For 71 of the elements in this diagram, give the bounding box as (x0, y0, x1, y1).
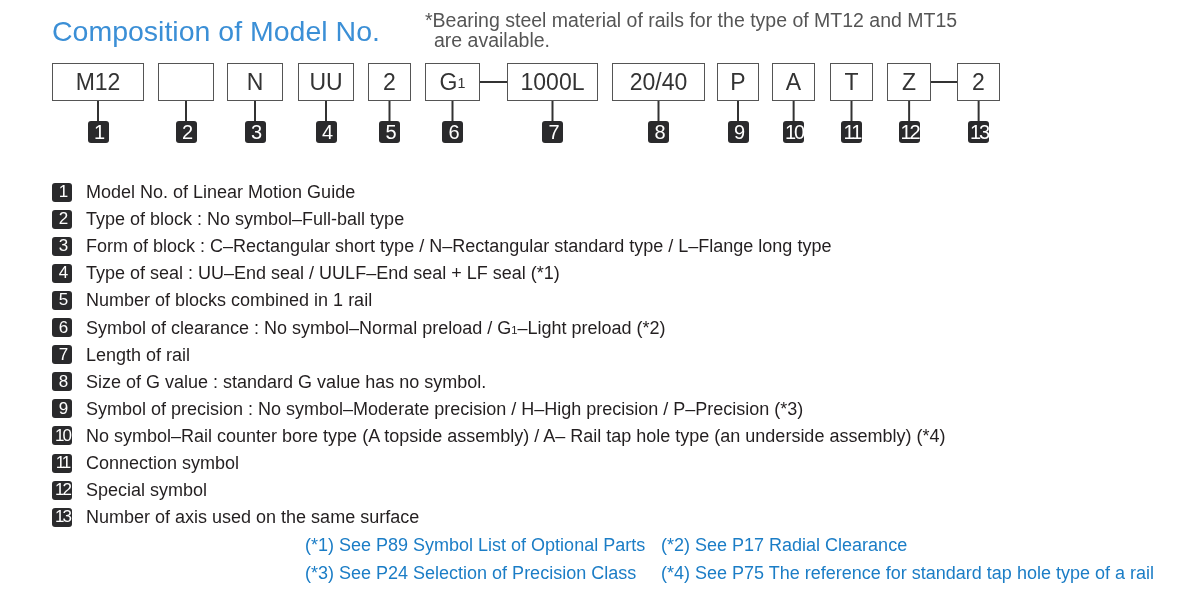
number-badge: 13 (968, 121, 990, 143)
description-text: Type of block : No symbol–Full-ball type (86, 208, 405, 232)
code-box: Z (887, 63, 931, 101)
connector-line (325, 100, 327, 122)
connector-line (254, 100, 256, 122)
connector-line (388, 100, 391, 122)
number-badge: 5 (379, 121, 400, 143)
number-badge: 7 (52, 345, 72, 365)
connector-line (792, 100, 795, 122)
number-badge: 9 (52, 399, 72, 419)
connector-line (908, 100, 911, 122)
number-badge: 3 (244, 121, 266, 143)
number-badge: 7 (542, 121, 563, 143)
number-badge: 2 (52, 209, 72, 229)
code-box: P (717, 63, 759, 101)
number-badge: 12 (898, 121, 920, 143)
connector-line (479, 81, 508, 83)
code-box: M12 (52, 63, 144, 101)
code-box: N (227, 63, 283, 101)
number-badge: 3 (52, 236, 72, 256)
code-box: 2 (368, 63, 411, 101)
description-text: Number of axis used on the same surface (86, 506, 420, 530)
code-box: 20/40 (612, 63, 705, 101)
connector-line (551, 100, 554, 122)
connector-line (97, 100, 99, 122)
description-text: Length of rail (86, 343, 191, 367)
connector-line (737, 100, 739, 122)
description-text: Size of G value : standard G value has no symbol. (86, 370, 487, 394)
description-text: Form of block : C–Rectangular short type / N–Rectangular standard type / L–Flange long type (86, 235, 832, 259)
footnote-text: (*4) See P75 The reference for standard tap hole type of a rail (661, 562, 1154, 585)
footnote-text: (*3) See P24 Selection of Precision Class (305, 562, 637, 585)
footnote-text: (*2) See P17 Radial Clearance (661, 534, 908, 557)
number-badge: 11 (841, 121, 862, 143)
description-text: Connection symbol (86, 452, 240, 475)
code-box: UU (298, 63, 354, 101)
number-badge: 9 (727, 121, 749, 143)
connector-line (185, 100, 187, 122)
description-text: Special symbol (86, 479, 208, 503)
title: Composition of Model No. (52, 14, 380, 48)
number-badge: 10 (783, 121, 805, 143)
code-box: 2 (957, 63, 1000, 101)
number-badge: 12 (52, 480, 72, 500)
description-text: Model No. of Linear Motion Guide (86, 181, 356, 204)
description-text: Symbol of precision : No symbol–Moderate precision / H–High precision / P–Precision (*3) (86, 397, 804, 421)
code-box: A (772, 63, 815, 101)
code-box: T (830, 63, 873, 101)
connector-line (977, 100, 980, 122)
number-badge: 6 (442, 121, 463, 143)
number-badge: 4 (52, 263, 72, 283)
number-badge: 4 (315, 121, 337, 143)
connector-line (850, 100, 853, 122)
description-text: Type of seal : UU–End seal / UULF–End seal + LF seal (*1) (86, 262, 560, 286)
number-badge: 13 (52, 507, 72, 527)
number-badge: 1 (52, 182, 72, 202)
number-badge: 6 (52, 318, 72, 337)
number-badge: 11 (52, 453, 72, 473)
number-badge: 8 (52, 372, 72, 392)
number-badge: 1 (87, 121, 109, 143)
number-badge: 8 (648, 121, 669, 143)
empty-box (158, 63, 214, 101)
number-badge: 10 (52, 426, 72, 446)
number-badge: 5 (52, 290, 72, 310)
description-text: Number of blocks combined in 1 rail (86, 289, 373, 313)
note-text: *Bearing steel material of rails for the type of MT12 and MT15 are available. (425, 10, 959, 50)
connector-line (930, 81, 958, 83)
footnote-text: (*1) See P89 Symbol List of Optional Parts (305, 534, 646, 557)
number-badge: 2 (175, 121, 197, 143)
connector-line (657, 100, 660, 122)
connector-line (451, 100, 454, 122)
description-text: No symbol–Rail counter bore type (A topside assembly) / A– Rail tap hole type (an underside assembly) (*4) (86, 424, 946, 448)
code-box: 1000L (507, 63, 598, 101)
